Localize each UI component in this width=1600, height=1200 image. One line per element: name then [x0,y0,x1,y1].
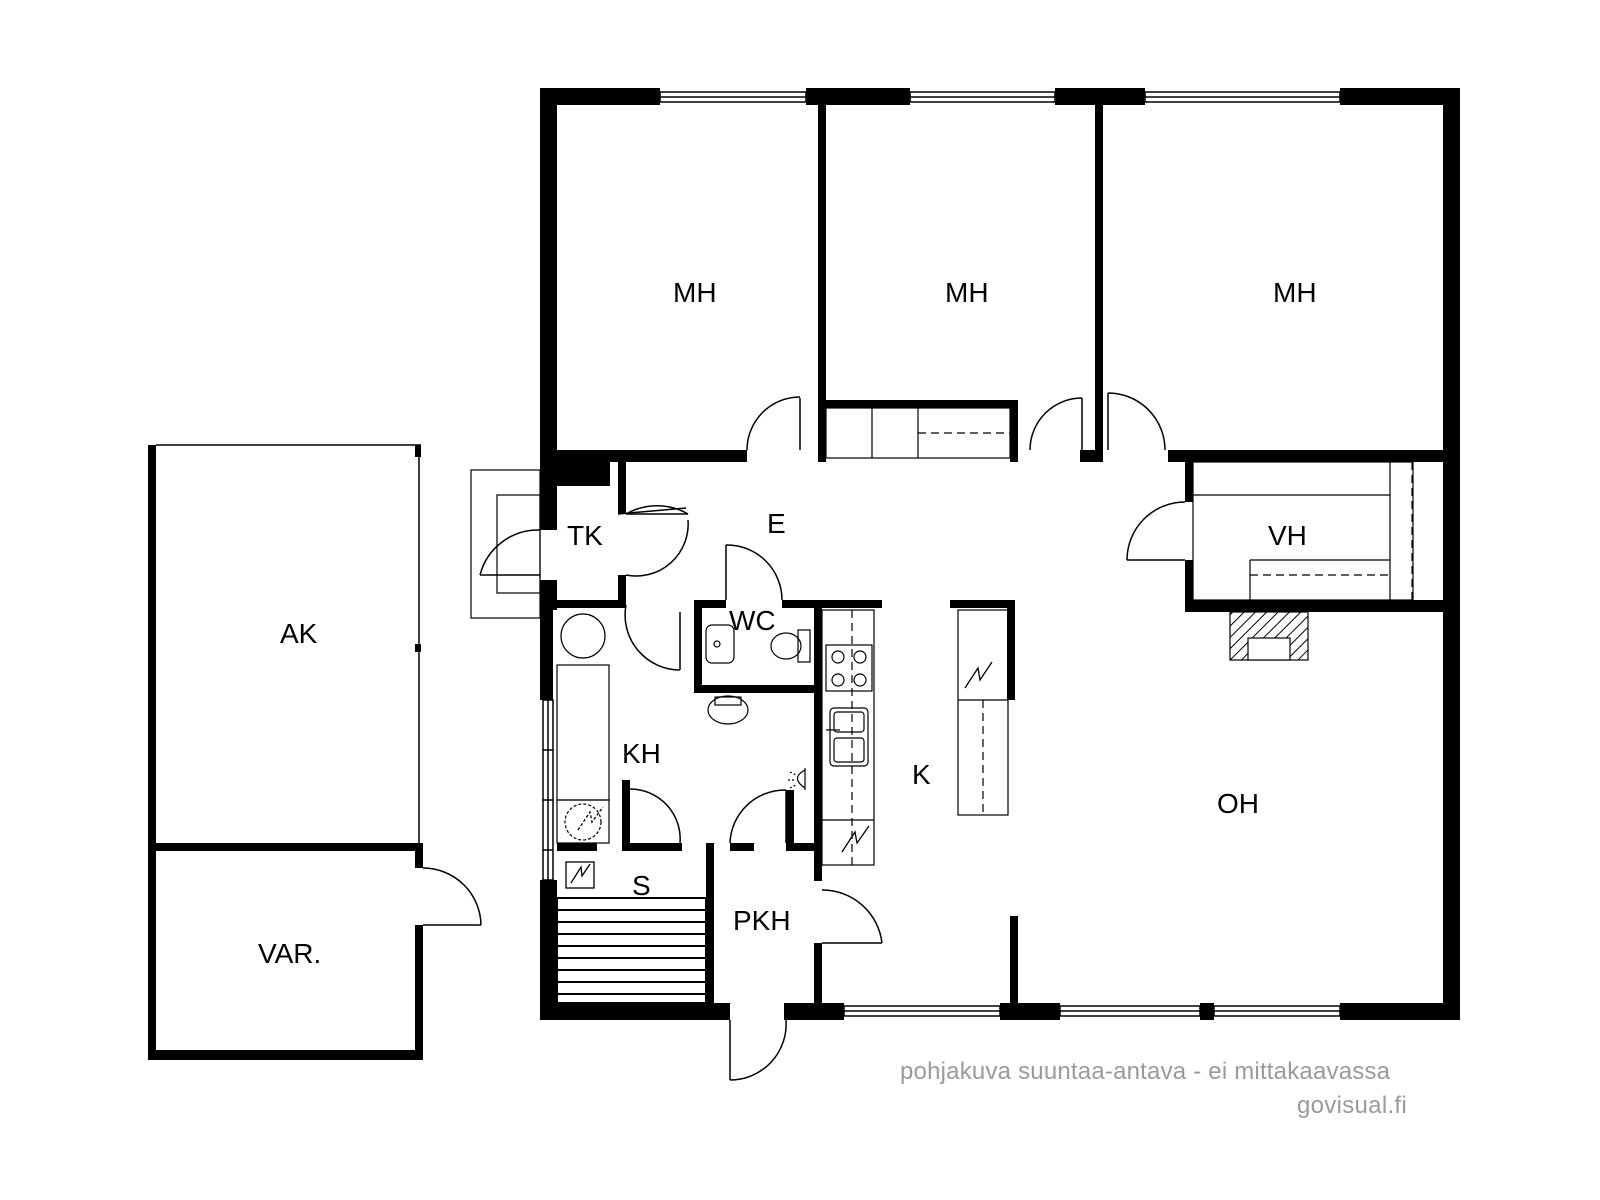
room-label-wc: WC [729,605,776,636]
brand-caption: govisual.fi [1297,1092,1408,1119]
toilet-icon [770,629,811,663]
shower-icon [788,768,806,790]
room-label-kh: KH [622,738,661,769]
outbuilding-outline [156,444,482,926]
room-label-k: K [912,759,931,790]
doors [479,392,1186,1081]
sink-icon [705,624,735,664]
disclaimer-caption: pohjakuva suuntaa-antava - ei mittakaava… [900,1058,1391,1085]
room-label-tk: TK [567,520,603,551]
room-label-var: VAR. [258,938,321,969]
interior-walls [557,105,1460,1003]
outer-walls [540,88,1460,1020]
room-label-s: S [632,870,651,901]
windows [542,91,1341,1017]
kitchen-sink-icon [826,707,869,767]
room-label-ak: AK [280,618,318,649]
room-label-mh-3: MH [1273,277,1317,308]
room-label-e: E [767,508,786,539]
porch [470,469,541,619]
outbuilding-walls [148,445,423,1060]
stove-icon [825,644,873,692]
room-label-pkh: PKH [733,905,791,936]
electric-symbol-icon [565,661,993,889]
kitchen-counter [821,609,1009,866]
room-label-vh: VH [1268,520,1307,551]
sauna-benches [556,897,707,1004]
closets [825,407,1414,601]
fireplace-icon [1229,611,1309,661]
room-label-oh: OH [1217,788,1259,819]
room-labels: MH MH MH E TK WC VH KH K OH S PKH AK VAR… [258,277,1317,969]
room-label-mh-2: MH [945,277,989,308]
wc-fixtures [556,613,811,844]
room-label-mh-1: MH [673,277,717,308]
